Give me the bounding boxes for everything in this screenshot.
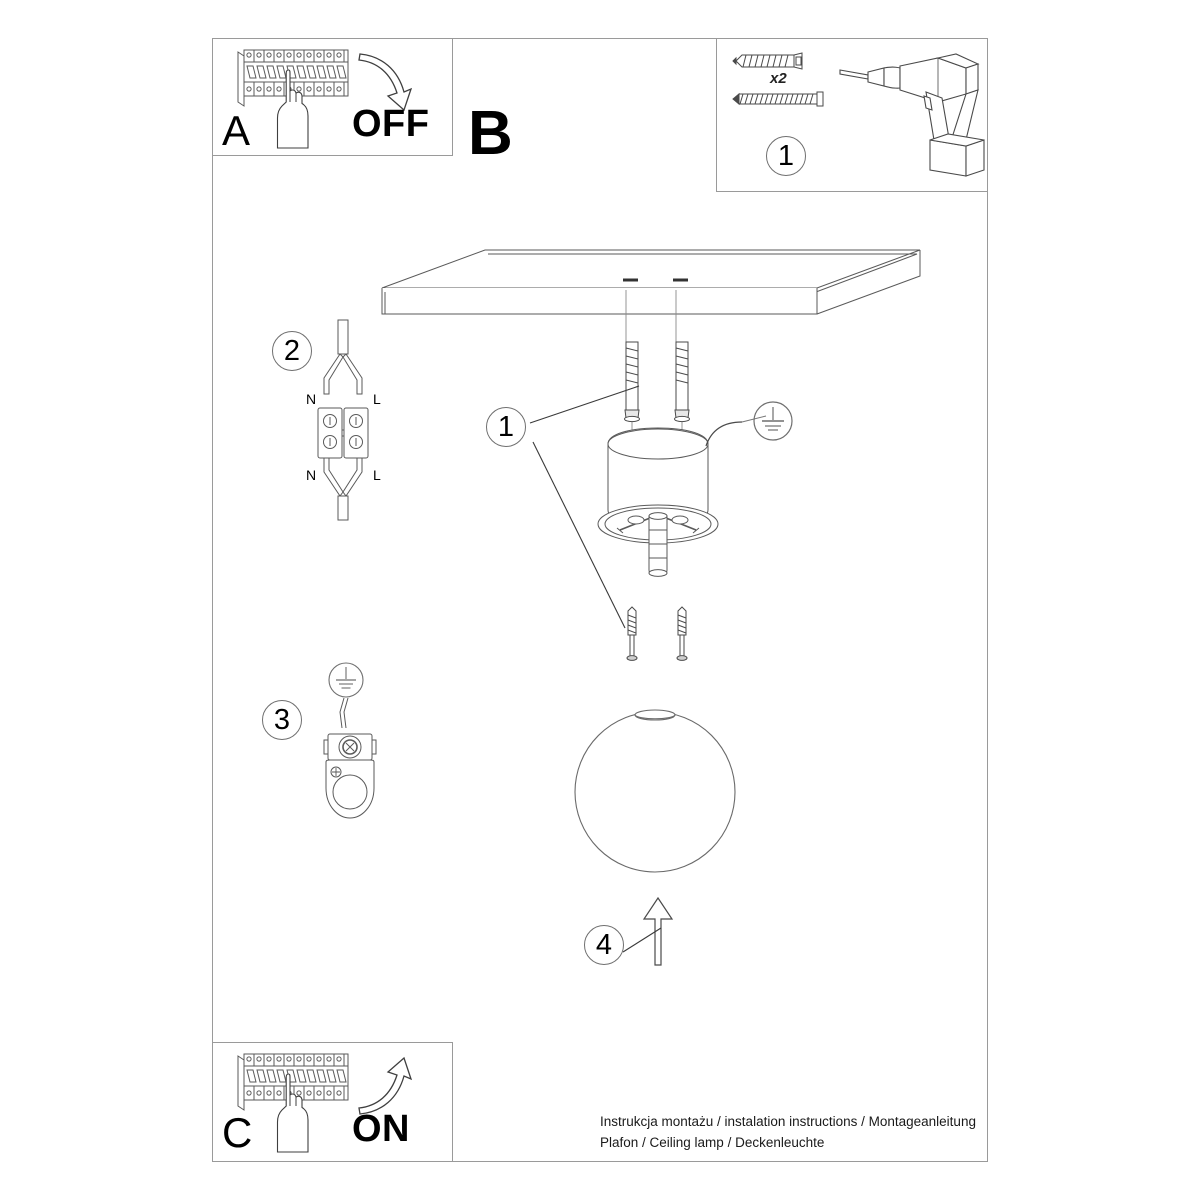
panel-c-letter: C <box>222 1109 253 1156</box>
terminal-label-n-top: N <box>306 391 316 407</box>
glass-globe-illustration <box>574 709 736 873</box>
power-drill-icon <box>839 53 985 177</box>
footer-text: Instrukcja montażu / instalation instruc… <box>600 1112 986 1154</box>
terminal-label-l-bottom: L <box>373 467 381 483</box>
curved-arrow-up-icon <box>358 1056 413 1115</box>
hand-pointing-icon <box>276 1073 309 1153</box>
screw-icon <box>732 91 824 107</box>
step-2-badge: 2 <box>272 331 312 371</box>
screws-vertical <box>626 606 688 661</box>
step-4-leader-line <box>622 927 662 953</box>
panel-b-letter: B <box>468 99 513 168</box>
panel-c-action-label: ON <box>352 1108 410 1150</box>
panel-a-frame <box>212 38 453 156</box>
earth-clamp-illustration <box>323 662 377 819</box>
terminal-label-l-top: L <box>373 391 381 407</box>
step-1-tools-badge: 1 <box>766 136 806 176</box>
step-1-leader-lines <box>529 385 640 629</box>
lamp-base-illustration <box>597 427 719 577</box>
step-1-badge: 1 <box>486 407 526 447</box>
terminal-label-n-bottom: N <box>306 467 316 483</box>
panel-c-frame <box>212 1042 453 1162</box>
panel-a-action-label: OFF <box>352 103 430 145</box>
straight-arrow-up-icon <box>642 896 674 966</box>
terminal-block-illustration: N L N L <box>306 319 381 521</box>
panel-tools-frame <box>716 38 988 192</box>
footer-line-2: Plafon / Ceiling lamp / Deckenleuchte <box>600 1134 825 1150</box>
step-3-badge: 3 <box>262 700 302 740</box>
tools-quantity-label: x2 <box>770 70 787 87</box>
wall-plugs-vertical <box>624 341 690 460</box>
earth-ground-symbol-icon <box>753 401 793 441</box>
hand-pointing-icon <box>276 69 309 149</box>
footer-line-1: Instrukcja montażu / instalation instruc… <box>600 1114 976 1129</box>
breaker-panel-on-illustration <box>237 1053 349 1153</box>
sheet-frame <box>212 38 988 1162</box>
breaker-panel-off-illustration <box>237 49 349 149</box>
step-4-badge: 4 <box>584 925 624 965</box>
ceiling-slab-illustration <box>381 249 921 315</box>
wall-plug-icon <box>732 52 803 70</box>
curved-arrow-down-icon <box>358 53 413 112</box>
panel-a-letter: A <box>222 107 251 154</box>
